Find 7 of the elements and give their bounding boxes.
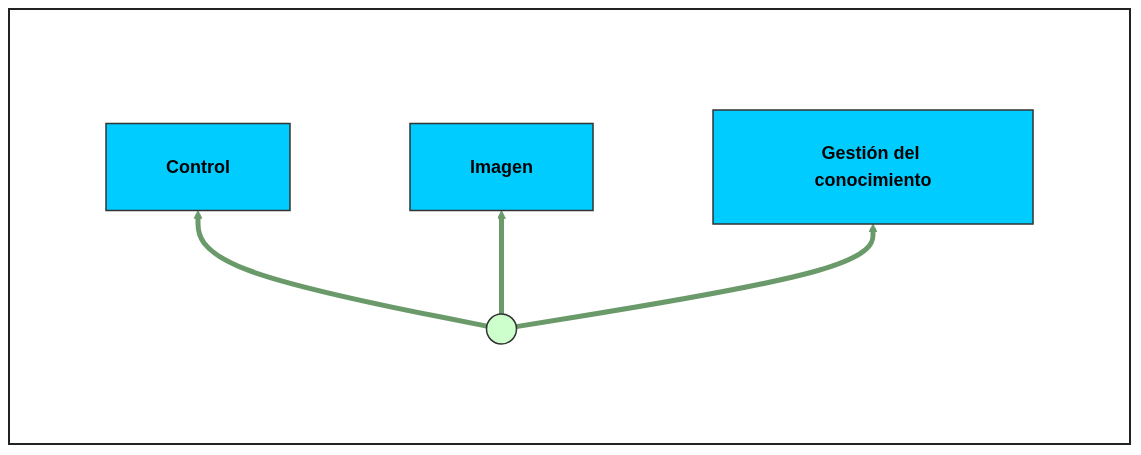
node-box: Imagen [409, 122, 594, 211]
node-arrow [485, 312, 518, 345]
node-box: Control [105, 122, 291, 211]
arrow [515, 223, 878, 329]
arrow [193, 209, 488, 329]
arrow [497, 209, 506, 314]
node-box: Gestión del conocimiento [712, 108, 1034, 225]
